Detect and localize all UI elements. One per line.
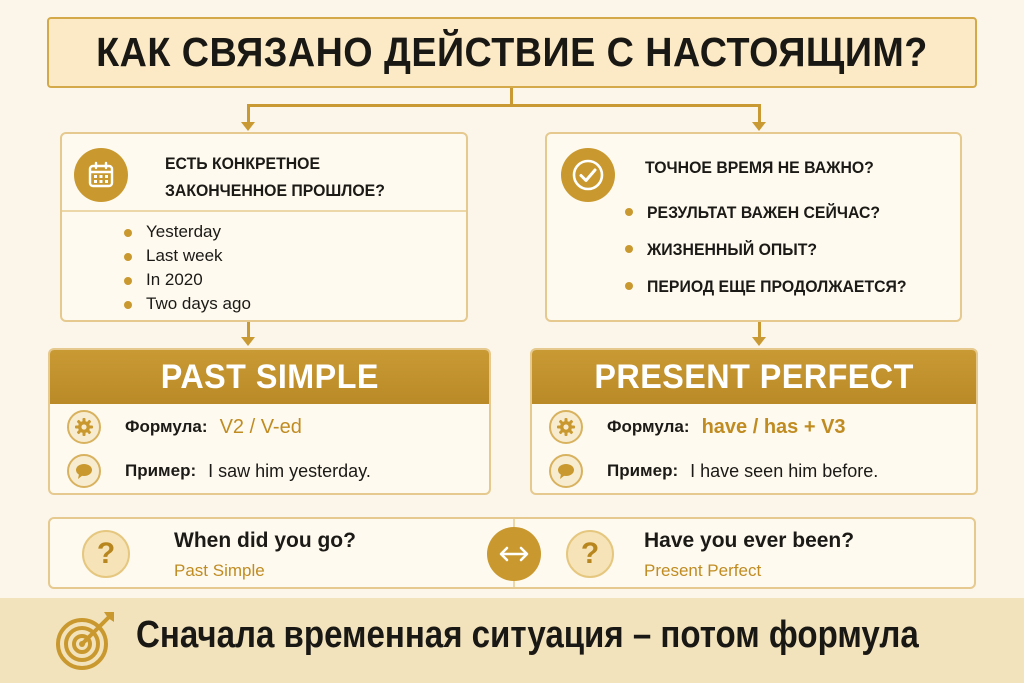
connector-right-to-tense [758, 322, 761, 338]
bullet-icon [124, 229, 132, 237]
past-simple-example: I saw him yesterday. [208, 460, 371, 481]
past-question-line1: ЕСТЬ КОНКРЕТНОЕ [165, 154, 321, 173]
question-mark-icon: ? [82, 530, 130, 578]
past-simple-title: PAST SIMPLE [160, 357, 379, 396]
past-simple-tag: Past Simple [174, 561, 265, 580]
swap-arrows-icon [487, 527, 541, 581]
arrow-left-head [241, 122, 255, 131]
bullet-icon [625, 208, 633, 216]
arrow-right-tense-head [752, 337, 766, 346]
list-item: Last week [124, 244, 251, 268]
past-simple-header: PAST SIMPLE [50, 350, 489, 404]
formula-row: Формула: have / has + V3 [532, 410, 846, 444]
time-marker: Two days ago [146, 294, 251, 313]
example-label: Пример: [607, 461, 679, 480]
present-perfect-panel: PRESENT PERFECT Формула: have / has + V3 [530, 348, 978, 495]
gear-icon [67, 410, 101, 444]
time-marker-list: Yesterday Last week In 2020 Two days ago [124, 220, 251, 316]
past-question-line2: ЗАКОНЧЕННОЕ ПРОШЛОЕ? [165, 181, 385, 200]
check-circle-icon [561, 148, 615, 202]
present-question-card: ТОЧНОЕ ВРЕМЯ НЕ ВАЖНО? РЕЗУЛЬТАТ ВАЖЕН С… [545, 132, 962, 322]
list-item: Two days ago [124, 292, 251, 316]
criterion: РЕЗУЛЬТАТ ВАЖЕН СЕЙЧАС? [647, 203, 881, 222]
bullet-icon [625, 282, 633, 290]
present-question-main: ТОЧНОЕ ВРЕМЯ НЕ ВАЖНО? [645, 158, 874, 177]
comparison-bar: ? When did you go? Past Simple ? Have yo… [48, 517, 976, 589]
calendar-icon [74, 148, 128, 202]
formula-row: Формула: V2 / V-ed [50, 410, 302, 444]
bullet-icon [124, 277, 132, 285]
list-item: ПЕРИОД ЕЩЕ ПРОДОЛЖАЕТСЯ? [625, 268, 926, 305]
time-marker: In 2020 [146, 270, 203, 289]
speech-bubble-icon [67, 454, 101, 488]
question-mark-icon: ? [566, 530, 614, 578]
example-label: Пример: [125, 461, 197, 480]
present-perfect-tag: Present Perfect [644, 561, 762, 580]
footer-slogan: Сначала временная ситуация – потом форму… [136, 614, 919, 656]
bullet-icon [124, 253, 132, 261]
arrow-left-tense-head [241, 337, 255, 346]
present-perfect-title: PRESENT PERFECT [594, 357, 914, 396]
arrow-right-head [752, 122, 766, 131]
time-marker: Yesterday [146, 222, 221, 241]
list-item: In 2020 [124, 268, 251, 292]
connector-left-to-tense [247, 322, 250, 338]
past-simple-panel: PAST SIMPLE Формула: V2 / V-ed [48, 348, 491, 495]
list-item: Yesterday [124, 220, 251, 244]
past-simple-formula: V2 / V-ed [219, 415, 302, 438]
past-question-card: ЕСТЬ КОНКРЕТНОЕ ЗАКОНЧЕННОЕ ПРОШЛОЕ? Yes… [60, 132, 468, 322]
list-item: РЕЗУЛЬТАТ ВАЖЕН СЕЙЧАС? [625, 194, 926, 231]
connector-stem [510, 88, 513, 106]
present-perfect-example: I have seen him before. [690, 460, 879, 481]
example-row: Пример: I saw him yesterday. [50, 454, 371, 488]
target-icon [54, 608, 118, 677]
criterion: ПЕРИОД ЕЩЕ ПРОДОЛЖАЕТСЯ? [647, 277, 907, 296]
bullet-icon [124, 301, 132, 309]
time-marker: Last week [146, 246, 223, 265]
present-perfect-header: PRESENT PERFECT [532, 350, 976, 404]
list-item: ЖИЗНЕННЫЙ ОПЫТ? [625, 231, 926, 268]
formula-label: Формула: [607, 417, 690, 436]
bullet-icon [625, 245, 633, 253]
past-question-text: ЕСТЬ КОНКРЕТНОЕ ЗАКОНЧЕННОЕ ПРОШЛОЕ? [165, 150, 385, 204]
card-divider [62, 210, 466, 212]
example-row: Пример: I have seen him before. [532, 454, 878, 488]
connector-right-down [758, 104, 761, 124]
connector-left-down [247, 104, 250, 124]
formula-label: Формула: [125, 417, 208, 436]
title-box: КАК СВЯЗАНО ДЕЙСТВИЕ С НАСТОЯЩИМ? [47, 17, 977, 88]
connector-horizontal [247, 104, 761, 107]
footer-banner: Сначала временная ситуация – потом форму… [0, 598, 1024, 683]
present-perfect-formula: have / has + V3 [701, 415, 846, 438]
past-simple-question: When did you go? [174, 529, 356, 552]
gear-icon [549, 410, 583, 444]
present-criteria-list: РЕЗУЛЬТАТ ВАЖЕН СЕЙЧАС? ЖИЗНЕННЫЙ ОПЫТ? … [625, 194, 926, 305]
present-perfect-question: Have you ever been? [644, 529, 855, 552]
page-title: КАК СВЯЗАНО ДЕЙСТВИЕ С НАСТОЯЩИМ? [96, 29, 928, 75]
criterion: ЖИЗНЕННЫЙ ОПЫТ? [647, 240, 818, 259]
speech-bubble-icon [549, 454, 583, 488]
